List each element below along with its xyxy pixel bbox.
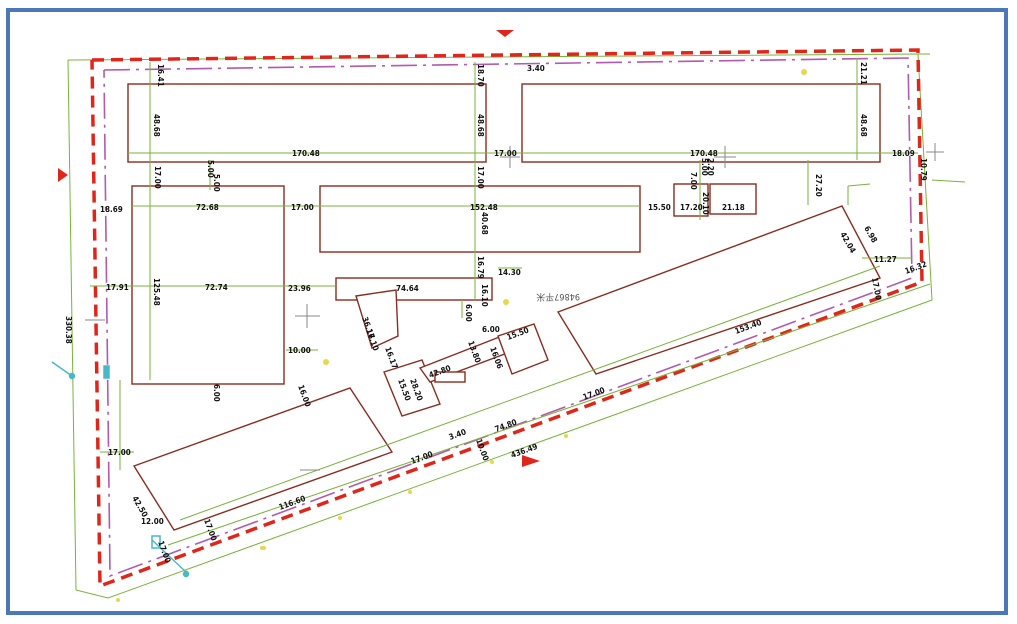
south-marker <box>522 455 540 467</box>
dim-d1: 330.38 <box>64 316 73 344</box>
dim-a7: 170.48 <box>690 149 718 158</box>
accent-marks <box>51 361 190 578</box>
dim-c4: 23.96 <box>288 284 311 293</box>
dim-d6: 6.00 <box>212 384 221 402</box>
dim-c1: 125.48 <box>152 278 161 306</box>
dim-b1: 5.00 <box>206 160 215 178</box>
dim-e11: 17.00 <box>156 540 172 564</box>
dim-b14: 17.20 <box>680 203 703 212</box>
building-f <box>709 183 757 215</box>
site-outline <box>67 53 966 599</box>
dim-d5: 16.17 <box>383 346 399 370</box>
dim-b8: 152.48 <box>470 203 498 212</box>
building-h <box>132 387 394 531</box>
building-n <box>434 371 466 383</box>
dim-b13: 7.00 <box>689 172 698 190</box>
dim-c6: 16.79 <box>476 256 485 279</box>
dim-e2: 3.40 <box>448 427 468 442</box>
building-b <box>521 83 881 163</box>
dim-c11: 6.98 <box>862 225 879 245</box>
dim-b6: 72.68 <box>196 203 219 212</box>
dim-a9: 21.21 <box>859 62 868 85</box>
building-e <box>673 183 709 217</box>
dim-a5: 48.68 <box>476 114 485 137</box>
dim-c7: 14.30 <box>498 268 521 277</box>
dim-e9: 116.60 <box>278 494 307 512</box>
dim-e8: 12.00 <box>141 517 164 526</box>
dim-a4: 18.70 <box>476 64 485 87</box>
dim-a10: 18.09 <box>892 149 915 158</box>
dimension-lines <box>90 58 931 546</box>
dim-b7: 17.00 <box>291 203 314 212</box>
markers <box>58 30 540 467</box>
dim-a1: 16.41 <box>156 64 165 87</box>
setback-line <box>103 57 913 578</box>
outer-frame <box>6 8 1008 615</box>
dim-c2: 17.91 <box>106 283 129 292</box>
dim-c5: 74.64 <box>396 284 419 293</box>
west-marker <box>58 168 68 182</box>
dim-d2: 10.00 <box>288 346 311 355</box>
dim-d13: 6.00 <box>482 325 500 334</box>
crosshairs <box>85 143 944 471</box>
property-boundary <box>90 48 924 589</box>
dim-c8: 16.10 <box>480 284 489 307</box>
dim-b3: 17.00 <box>153 166 162 189</box>
dim-e10: 17.00 <box>202 518 218 542</box>
dim-b9: 40.68 <box>480 212 489 235</box>
building-j <box>355 289 399 349</box>
dim-a6: 17.00 <box>494 149 517 158</box>
dim-b5: 18.69 <box>100 205 123 214</box>
dim-b12: 2.20 <box>706 158 715 176</box>
dim-e7: 42.50 <box>130 495 149 519</box>
dim-a3: 170.48 <box>292 149 320 158</box>
dim-b11: 5.00 <box>700 158 709 176</box>
building-d <box>319 185 641 253</box>
dim-c13: 16.32 <box>904 260 928 276</box>
dim-a2: 48.68 <box>152 114 161 137</box>
dim-b2: 5.00 <box>212 174 221 192</box>
building-m <box>497 323 549 375</box>
dim-b10: 15.50 <box>648 203 671 212</box>
dim-c12: 11.27 <box>874 255 897 264</box>
buildings <box>127 83 882 531</box>
dim-top-gap: 3.40 <box>527 64 545 73</box>
building-a <box>127 83 487 163</box>
dim-c9: 6.00 <box>464 304 473 322</box>
site-area-label: 94867平米 <box>536 291 580 303</box>
dim-b17: 27.20 <box>814 174 823 197</box>
dim-b4: 17.00 <box>476 166 485 189</box>
dim-e1: 17.00 <box>108 448 131 457</box>
building-c <box>131 185 285 385</box>
dim-b18: 10.79 <box>919 158 928 181</box>
north-marker <box>496 30 514 37</box>
dim-c3: 72.74 <box>205 283 228 292</box>
dim-c14: 17.00 <box>870 277 883 301</box>
dim-b16: 21.18 <box>722 203 745 212</box>
dim-b15: 20.10 <box>701 192 710 215</box>
dim-a8: 48.68 <box>859 114 868 137</box>
dim-d7: 16.00 <box>296 384 312 408</box>
building-i <box>556 205 882 375</box>
